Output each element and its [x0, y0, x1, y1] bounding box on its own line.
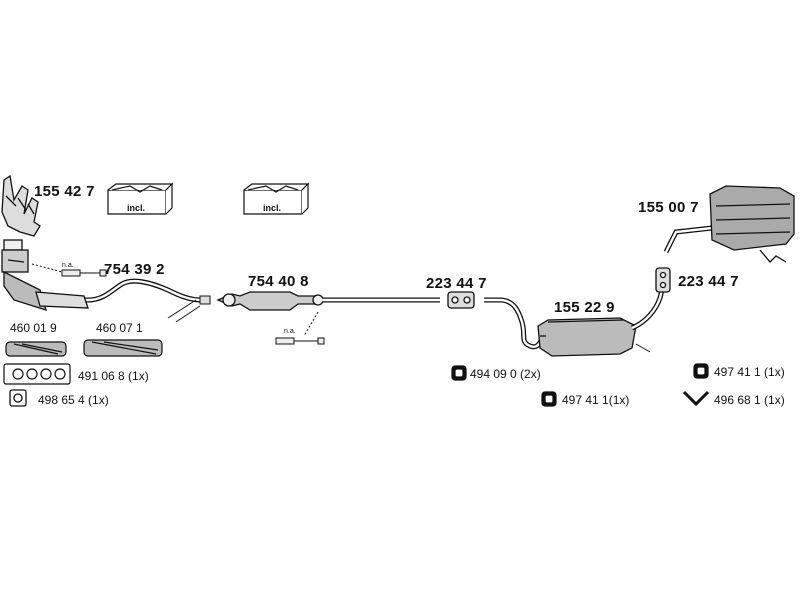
parts-box-icon [107, 182, 174, 215]
gasket-b-part-number: 460 07 1 [96, 321, 143, 335]
middle-silencer-shape [537, 317, 651, 357]
rubber-rear-2-part-number: 497 41 1 (1x) [714, 365, 785, 379]
included-note: incl. [126, 203, 145, 213]
gasket-icon [83, 339, 163, 357]
catalyst-shape [35, 291, 89, 309]
front-pipe-part-number: 754 39 2 [104, 261, 165, 278]
y-hanger-part-number: 496 68 1 (1x) [714, 393, 785, 407]
rubber-hanger-icon [541, 391, 557, 407]
catalytic-converter-shape [216, 291, 324, 311]
middle-silencer-part-number: 155 22 9 [554, 299, 615, 316]
rear-clamp-part-number: 223 44 7 [678, 273, 739, 290]
parts-box-icon [243, 182, 310, 215]
rear-silencer-shape [709, 185, 795, 263]
rubber-hanger-icon [693, 363, 709, 379]
gasket-a-part-number: 460 01 9 [10, 321, 57, 335]
rubber-mid-part-number: 494 09 0 (2x) [470, 367, 541, 381]
gasket-icon [5, 341, 67, 357]
lambda-sensor-icon [275, 311, 325, 345]
manifold-gasket-icon [3, 363, 71, 385]
exhaust-manifold-icon [1, 174, 47, 311]
catalyst-part-number: 754 40 8 [248, 273, 309, 290]
flange-gasket-icon [9, 389, 27, 407]
pipe-clamp-shape [447, 291, 475, 309]
lambda-sensor-icon [31, 263, 107, 277]
pipe-clamp-shape [655, 267, 671, 293]
included-note: incl. [262, 203, 281, 213]
manifold-gasket-part-number: 491 06 8 (1x) [78, 369, 149, 383]
rubber-rear-1-part-number: 497 41 1(1x) [562, 393, 630, 407]
rear-silencer-part-number: 155 00 7 [638, 199, 699, 216]
y-hanger-icon [682, 390, 710, 407]
not-available-note: n.a. [62, 262, 74, 269]
mid-clamp-part-number: 223 44 7 [426, 275, 487, 292]
manifold-part-number: 155 42 7 [34, 183, 95, 200]
rubber-hanger-icon [451, 365, 467, 381]
flange-gasket-part-number: 498 65 4 (1x) [38, 393, 109, 407]
not-available-note: n.a. [284, 328, 296, 335]
